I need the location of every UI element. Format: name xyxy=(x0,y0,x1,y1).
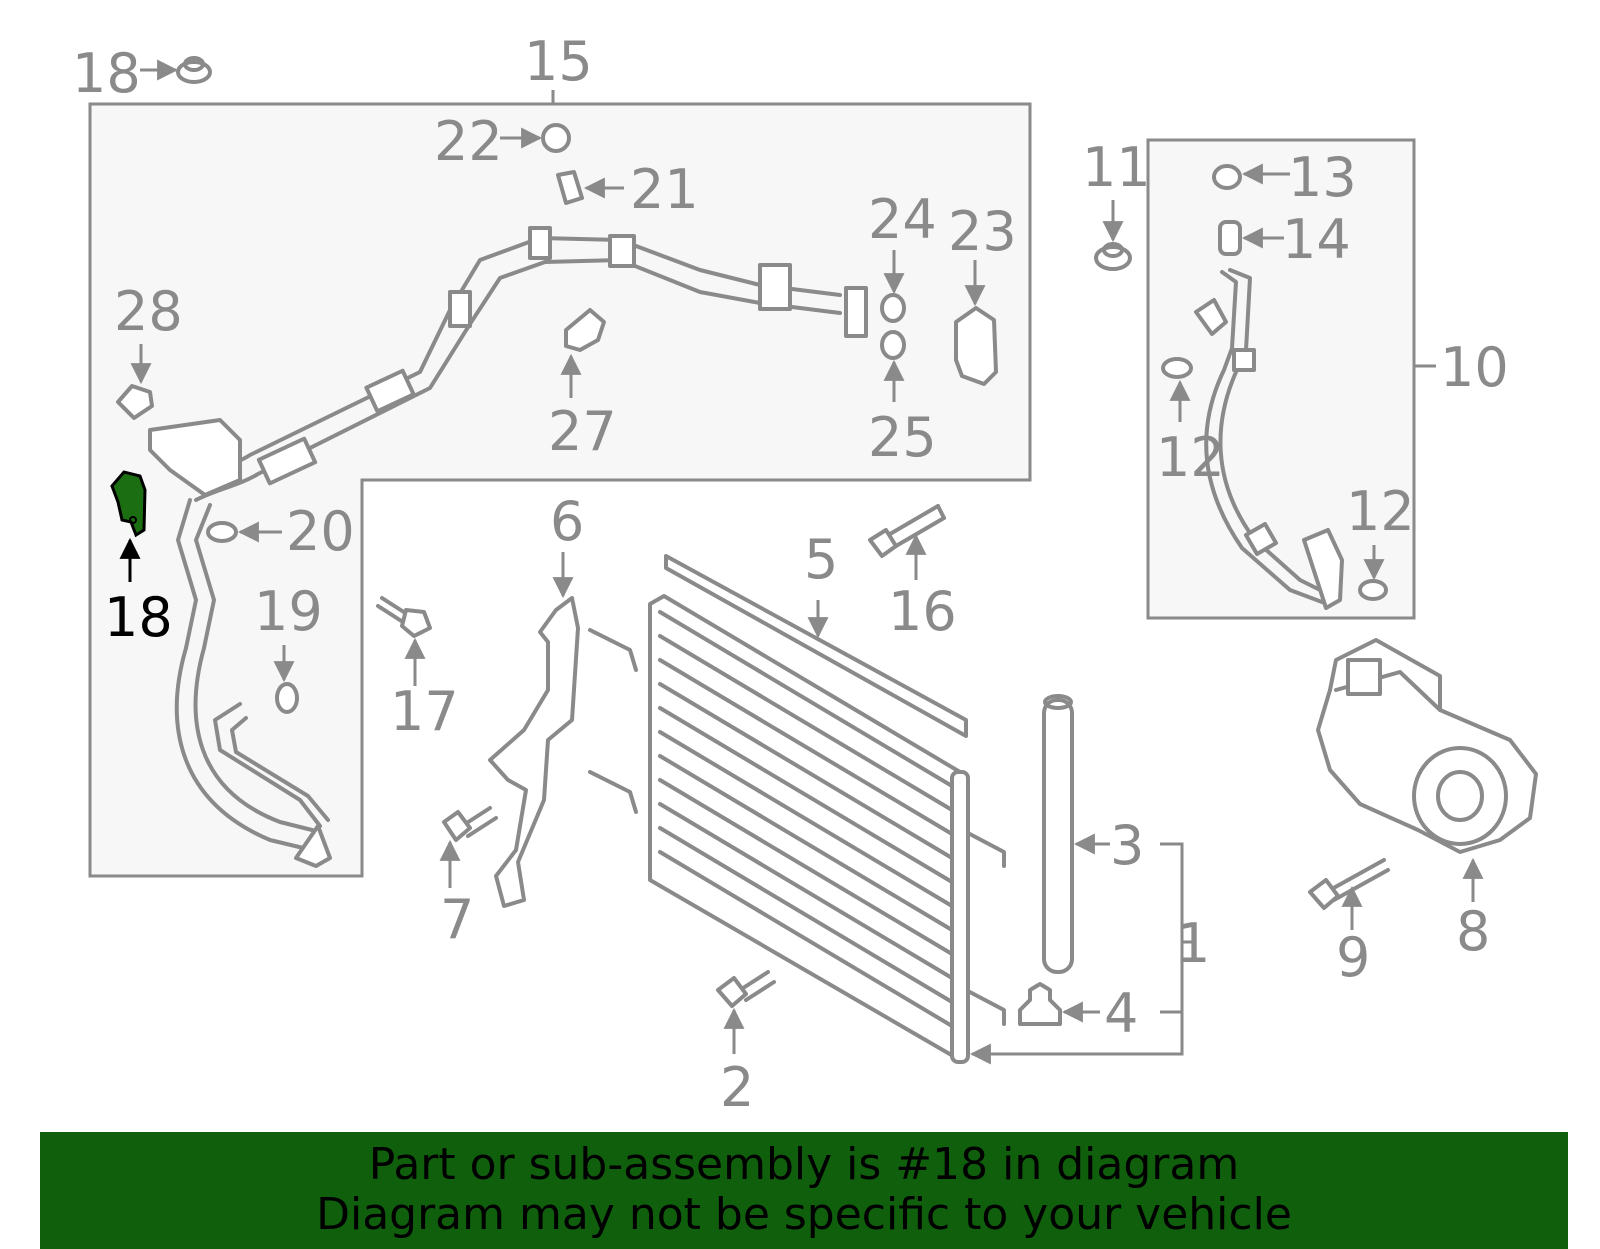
part-8-compressor xyxy=(1316,638,1538,854)
part-12-washer-upper xyxy=(1161,357,1193,379)
callout-21: 20 xyxy=(286,500,355,563)
callout-25: 24 xyxy=(868,188,937,251)
callout-8: 8 xyxy=(1456,900,1490,963)
callout-1: 1 xyxy=(1176,912,1210,975)
assembly-15-box xyxy=(88,102,1032,878)
callout-14: 14 xyxy=(1282,208,1351,271)
part-23-cap xyxy=(541,123,571,153)
part-1-condenser xyxy=(588,594,1006,1064)
callout-9: 9 xyxy=(1336,926,1370,989)
part-22-valve xyxy=(556,170,584,205)
part-18-bracket xyxy=(110,470,147,538)
part-9-bolt xyxy=(1308,858,1390,910)
part-3-drier xyxy=(1042,694,1074,974)
part-21-washer xyxy=(206,521,238,543)
callout-2: 2 xyxy=(720,1056,754,1119)
part-19-nut xyxy=(176,56,212,84)
callout-3: 3 xyxy=(1110,814,1144,877)
callout-7: 7 xyxy=(440,888,474,951)
part-6-bracket xyxy=(488,596,580,908)
callout-4: 4 xyxy=(1104,982,1138,1045)
callout-12-lower: 12 xyxy=(1346,480,1415,543)
callout-23: 22 xyxy=(434,110,503,173)
callout-18: 18 xyxy=(104,586,173,649)
part-24-bracket xyxy=(954,306,998,386)
part-17-bolt xyxy=(376,596,432,638)
info-banner: Part or sub-assembly is #18 in diagram D… xyxy=(40,1132,1568,1249)
banner-line-part: Part or sub-assembly is #18 in diagram xyxy=(368,1139,1240,1190)
part-7-bolt xyxy=(442,806,498,842)
callout-5: 5 xyxy=(804,528,838,591)
part-11-nut xyxy=(1094,242,1132,271)
part-20-washer xyxy=(275,682,299,714)
callout-19: 18 xyxy=(72,42,141,105)
part-10-hose xyxy=(1194,268,1344,610)
part-12-washer-lower xyxy=(1358,579,1388,601)
part-5-seal-strip xyxy=(664,554,968,738)
part-25-oring xyxy=(880,293,906,323)
banner-line-disclaimer: Diagram may not be specific to your vehi… xyxy=(316,1189,1292,1240)
callout-27: 27 xyxy=(548,400,617,463)
part-15-hose-line xyxy=(148,226,868,650)
callout-17: 17 xyxy=(390,680,459,743)
part-28-bolt xyxy=(116,384,154,420)
part-4-cap xyxy=(1018,982,1062,1026)
callout-20: 19 xyxy=(254,580,323,643)
part-26-oring xyxy=(880,330,906,360)
callout-15: 15 xyxy=(524,30,593,93)
callout-22: 21 xyxy=(630,158,699,221)
callout-10: 10 xyxy=(1440,336,1509,399)
part-2-bolt xyxy=(716,970,776,1008)
callout-11: 11 xyxy=(1082,136,1151,199)
part-27-switch xyxy=(564,308,606,352)
part-15-lower-hose xyxy=(174,646,332,868)
part-13-cap xyxy=(1212,164,1242,190)
callout-26: 25 xyxy=(868,406,937,469)
assembly-10-box xyxy=(1146,138,1416,620)
callout-24: 23 xyxy=(948,200,1017,263)
part-16-bolt xyxy=(868,504,946,558)
part-14-valve xyxy=(1218,220,1242,256)
callout-13: 13 xyxy=(1288,146,1357,209)
callout-6: 6 xyxy=(550,490,584,553)
callout-28: 28 xyxy=(114,280,183,343)
callout-12-upper: 12 xyxy=(1156,426,1225,489)
callout-16: 16 xyxy=(888,580,957,643)
